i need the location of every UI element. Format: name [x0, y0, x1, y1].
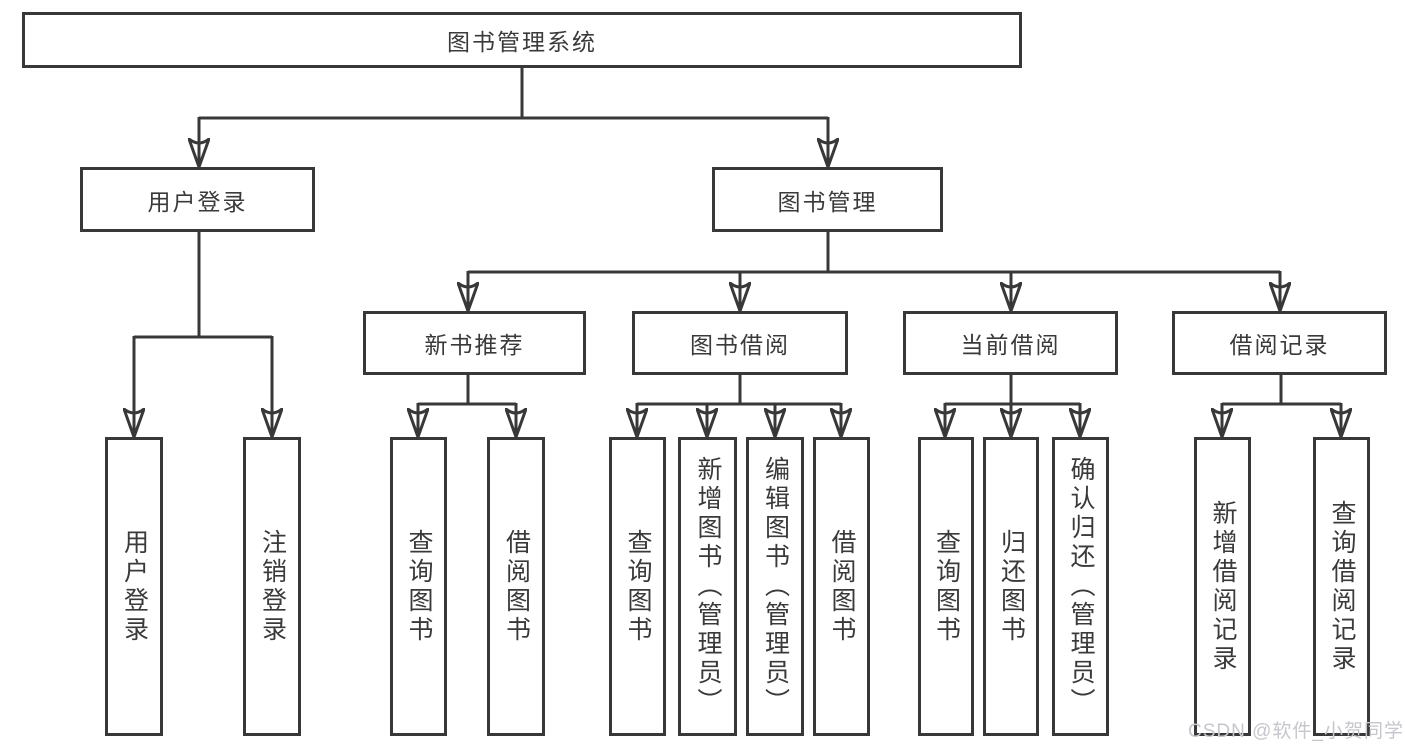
node-label: 新书推荐 — [424, 332, 525, 358]
node-current-borrowing: 当前借阅 — [903, 311, 1118, 375]
node-leaf-edit-book-admin: 编辑图书（管理员） — [746, 437, 804, 736]
node-label: 查询图书 — [624, 528, 652, 645]
node-leaf-logout: 注销登录 — [243, 437, 301, 736]
node-label: 查询图书 — [932, 528, 961, 645]
node-new-book-recommend: 新书推荐 — [363, 311, 586, 375]
node-book-management: 图书管理 — [712, 167, 943, 232]
node-label: 图书管理系统 — [447, 29, 597, 55]
node-label: 归还图书 — [997, 528, 1026, 645]
node-label: 当前借阅 — [960, 332, 1061, 358]
node-leaf-add-book-admin: 新增图书（管理员） — [678, 437, 737, 736]
node-system-root: 图书管理系统 — [22, 12, 1022, 68]
node-label: 新增借阅记录 — [1209, 499, 1237, 674]
node-label: 借阅记录 — [1229, 332, 1330, 358]
node-label: 查询借阅记录 — [1328, 499, 1356, 674]
node-label: 借阅图书 — [828, 528, 856, 645]
node-leaf-borrow-books-recommend: 借阅图书 — [487, 437, 545, 736]
node-label: 编辑图书（管理员） — [761, 456, 790, 717]
watermark: CSDN @软件_小贺同学 — [1188, 721, 1404, 742]
node-leaf-add-borrow-record: 新增借阅记录 — [1194, 437, 1251, 736]
node-label: 用户登录 — [120, 528, 149, 645]
node-leaf-confirm-return-admin: 确认归还（管理员） — [1052, 437, 1109, 736]
node-leaf-return-book: 归还图书 — [983, 437, 1039, 736]
node-label: 借阅图书 — [502, 528, 531, 645]
node-leaf-borrow-books: 借阅图书 — [813, 437, 870, 736]
node-user-login: 用户登录 — [80, 167, 315, 232]
node-label: 注销登录 — [258, 528, 287, 645]
node-leaf-query-books-recommend: 查询图书 — [390, 437, 447, 736]
node-label: 新增图书（管理员） — [694, 456, 722, 717]
node-label: 图书借阅 — [690, 332, 790, 358]
node-label: 查询图书 — [405, 528, 433, 645]
node-leaf-query-books-current: 查询图书 — [918, 437, 974, 736]
node-leaf-user-login: 用户登录 — [105, 437, 163, 736]
node-book-borrowing: 图书借阅 — [632, 311, 848, 375]
node-leaf-query-borrow-record: 查询借阅记录 — [1313, 437, 1370, 736]
node-label: 图书管理 — [777, 188, 878, 215]
node-leaf-query-books-borrow: 查询图书 — [609, 437, 666, 736]
node-label: 确认归还（管理员） — [1067, 456, 1095, 717]
node-borrowing-records: 借阅记录 — [1172, 311, 1387, 375]
node-label: 用户登录 — [147, 188, 248, 215]
